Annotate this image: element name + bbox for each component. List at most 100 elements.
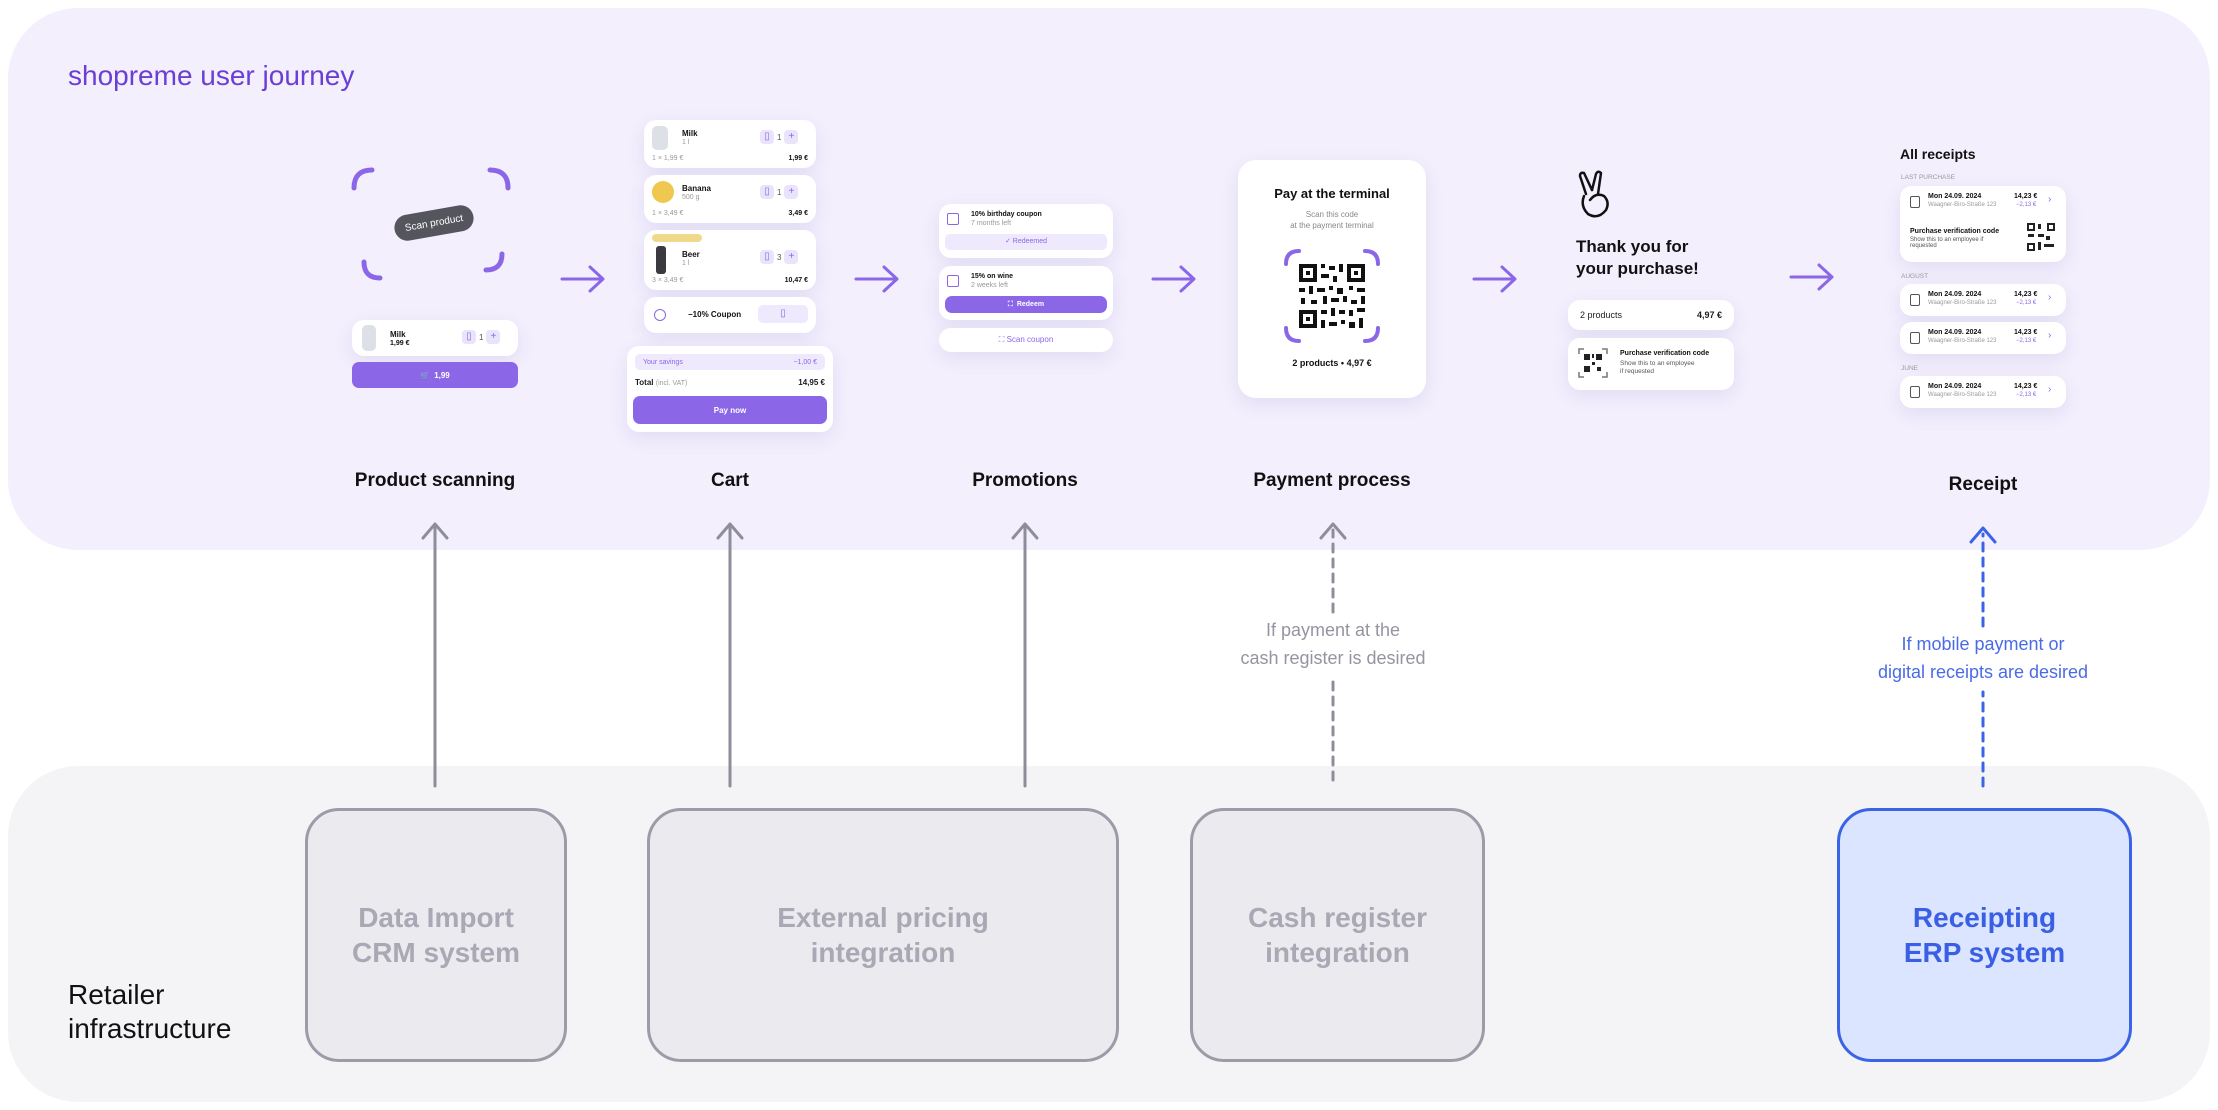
check-icon: ✓ <box>1004 238 1013 245</box>
plus-icon[interactable]: + <box>486 330 501 344</box>
system-erp-line1: Receipting <box>1912 902 2057 933</box>
receipt-icon <box>1910 294 1920 306</box>
product-count: 2 products <box>1580 310 1623 320</box>
scanned-item-card[interactable]: Milk 1,99 € ▯ 1 + <box>352 320 518 356</box>
verification-title: Purchase verification code <box>1620 350 1710 357</box>
cart-item-sub: 1 l <box>682 260 690 267</box>
coupon-title: 15% on wine <box>971 273 1014 280</box>
thank-you-line1: Thank you for <box>1576 237 1689 256</box>
receipt-amount: 14,23 € <box>2014 383 2038 390</box>
scan-coupon-button[interactable]: ⛶ Scan coupon <box>939 328 1113 352</box>
delete-icon[interactable]: ▯ <box>462 330 476 344</box>
cart-item-unit: 1 × 1,99 € <box>652 155 684 162</box>
scanned-item-name: Milk <box>390 330 406 339</box>
chevron-right-icon[interactable]: › <box>2048 330 2052 341</box>
receipts-title: All receipts <box>1900 146 1976 162</box>
up-arrow-scanning <box>421 522 449 788</box>
plus-icon[interactable]: + <box>784 130 799 144</box>
payment-summary: 2 products • 4,97 € <box>1292 358 1372 368</box>
receipt-address: Waagner-Biro-Straße 123 <box>1928 202 1997 208</box>
cart-item-sub: 500 g <box>682 194 700 201</box>
system-pricing-line2: integration <box>810 937 956 968</box>
coupon-title: 10% birthday coupon <box>971 211 1042 218</box>
flow-arrow-1 <box>560 265 605 293</box>
up-arrow-cart <box>716 522 744 788</box>
receipt-address: Waagner-Biro-Straße 123 <box>1928 392 1997 398</box>
note-cash-register: If payment at the cash register is desir… <box>1213 616 1453 672</box>
cart-item[interactable]: Milk 1 l ▯1+ 1 × 1,99 € 1,99 € <box>644 120 816 168</box>
receipt-row[interactable]: Mon 24.09. 2024 Waagner-Biro-Straße 123 … <box>1900 376 2066 408</box>
cart-button[interactable]: 🛒 1,99 <box>352 362 518 388</box>
note-mobile-payment: If mobile payment or digital receipts ar… <box>1863 630 2103 686</box>
scanned-item-qty[interactable]: ▯ 1 + <box>462 330 501 344</box>
coupon-card-wine[interactable]: 15% on wine 2 weeks left ⛶Redeem <box>939 266 1113 320</box>
stage-label-cart: Cart <box>710 470 749 491</box>
cart-item-unit: 3 × 3,49 € <box>652 277 684 284</box>
cart-item-name: Banana <box>682 184 711 193</box>
flow-arrow-3 <box>1151 265 1196 293</box>
verification-card[interactable]: Purchase verification code Show this to … <box>1568 338 1734 390</box>
verification-sub1: Show this to an employee <box>1620 360 1695 367</box>
qr-code-icon <box>1284 249 1380 343</box>
pay-now-button[interactable]: Pay now <box>633 396 827 424</box>
cart-item[interactable]: Banana 500 g ▯1+ 1 × 3,49 € 3,49 € <box>644 175 816 223</box>
purchase-summary: 2 products 4,97 € <box>1568 300 1734 330</box>
cart-item-qty[interactable]: ▯1+ <box>760 130 799 144</box>
ticket-icon <box>947 275 959 287</box>
plus-icon[interactable]: + <box>784 185 799 199</box>
cart-list: Milk 1 l ▯1+ 1 × 1,99 € 1,99 € Banana 50… <box>644 120 816 333</box>
delete-icon[interactable]: ▯ <box>760 130 774 144</box>
plus-icon[interactable]: + <box>784 250 799 264</box>
delete-icon[interactable]: ▯ <box>760 250 774 264</box>
system-crm-line2: CRM system <box>351 937 521 968</box>
note-cash-line2: cash register is desired <box>1240 648 1426 668</box>
savings-label: Your savings <box>643 358 683 366</box>
cart-item[interactable]: Beer 1 l ▯3+ 3 × 3,49 € 10,47 € <box>644 230 816 290</box>
journey-title: shopreme user journey <box>68 60 355 91</box>
receipt-icon <box>1910 332 1920 344</box>
cart-item-name: Beer <box>682 250 700 259</box>
cart-icon: 🛒 <box>420 370 431 380</box>
payment-title: Pay at the terminal <box>1274 186 1390 201</box>
receipts-section-june: JUNE <box>1901 365 1918 372</box>
receipt-row[interactable]: Mon 24.09. 2024 Waagner-Biro-Straße 123 … <box>1900 284 2066 316</box>
qty-value: 1 <box>777 187 782 197</box>
coupon-card-birthday[interactable]: 10% birthday coupon 7 months left ✓ Rede… <box>939 204 1113 258</box>
milk-thumbnail <box>652 126 668 150</box>
verification-sub2: if requested <box>1620 368 1654 375</box>
receipt-last-purchase[interactable]: Mon 24.09. 2024 Waagner-Biro-Straße 123 … <box>1900 186 2066 262</box>
delete-icon[interactable]: ▯ <box>760 185 774 199</box>
cart-item-qty[interactable]: ▯1+ <box>760 185 799 199</box>
cart-item-qty[interactable]: ▯3+ <box>760 250 799 264</box>
chevron-right-icon[interactable]: › <box>2048 194 2052 205</box>
retailer-title-line1: Retailer <box>68 979 165 1010</box>
receipt-amount: 14,23 € <box>2014 291 2038 298</box>
chevron-right-icon[interactable]: › <box>2048 384 2052 395</box>
cart-item-unit: 1 × 3,49 € <box>652 210 684 217</box>
qr-code-icon <box>2027 223 2055 251</box>
note-cash-line1: If payment at the <box>1265 620 1401 640</box>
delete-icon[interactable]: ▯ <box>758 305 808 323</box>
coupon-row[interactable]: −10% Coupon ▯ <box>644 297 816 333</box>
redeem-button[interactable]: ⛶Redeem <box>945 296 1107 313</box>
savings-row[interactable]: Your savings −1,00 € <box>635 354 825 370</box>
thank-you-line2: your purchase! <box>1576 259 1699 278</box>
note-mobile-line2: digital receipts are desired <box>1877 662 2089 682</box>
flow-arrow-4 <box>1472 265 1517 293</box>
receipt-row[interactable]: Mon 24.09. 2024 Waagner-Biro-Straße 123 … <box>1900 322 2066 354</box>
receipt-verify-sub: Show this to an employee if requested <box>1910 237 1984 249</box>
flow-arrow-5 <box>1789 263 1834 291</box>
coupon-icon <box>654 309 666 321</box>
thank-you-text: Thank you for your purchase! <box>1576 236 1699 280</box>
chevron-right-icon[interactable]: › <box>2048 292 2052 303</box>
milk-thumbnail <box>362 325 376 351</box>
stage-label-receipt: Receipt <box>1948 474 2018 495</box>
system-crm-line1: Data Import <box>358 902 514 933</box>
scan-frame <box>351 167 511 281</box>
cart-summary: Your savings −1,00 € Total (incl. VAT) 1… <box>627 346 833 432</box>
